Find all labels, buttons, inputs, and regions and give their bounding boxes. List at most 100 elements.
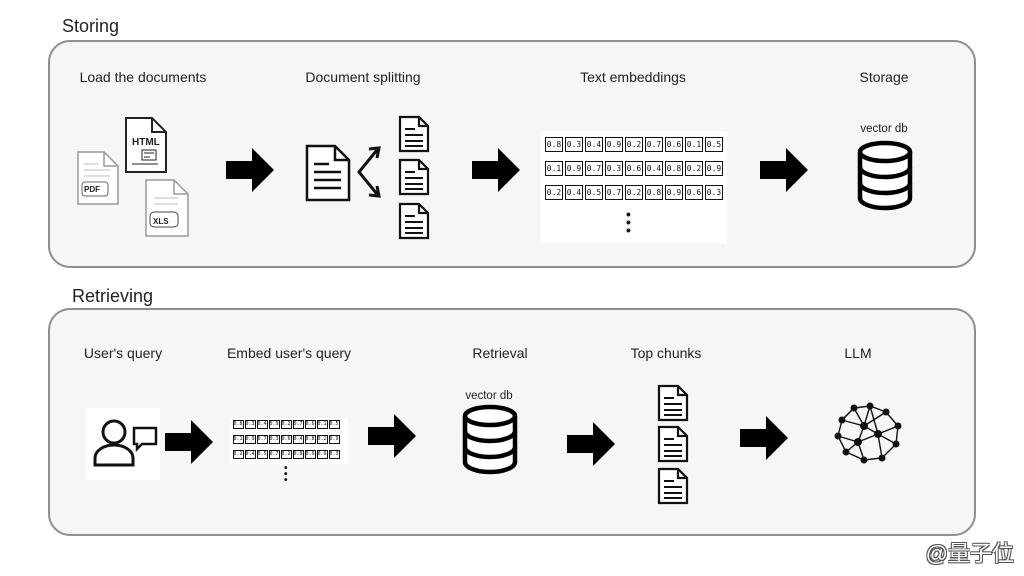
step-storage: Storage bbox=[859, 69, 909, 85]
embedding-cell: 0.3 bbox=[705, 185, 723, 200]
database-icon bbox=[857, 140, 913, 211]
document-icon bbox=[657, 467, 689, 505]
file-xls-badge: XLS bbox=[153, 217, 169, 226]
right-arrow-icon bbox=[165, 420, 213, 464]
embedding-cell: 0.2 bbox=[625, 137, 643, 152]
embedding-cell: 0.2 bbox=[280, 450, 292, 459]
storing-panel bbox=[48, 40, 976, 268]
file-xls-icon bbox=[145, 179, 189, 237]
embedding-cell: 0.7 bbox=[268, 450, 280, 459]
embedding-cell: 0.3 bbox=[328, 450, 340, 459]
right-arrow-icon bbox=[368, 414, 416, 458]
storage-sublabel: vector db bbox=[860, 123, 908, 135]
embedding-cell: 0.9 bbox=[705, 161, 723, 176]
split-arrows-icon bbox=[357, 146, 381, 198]
embedding-cell: 0.6 bbox=[280, 435, 292, 444]
document-icon bbox=[657, 425, 689, 463]
document-icon bbox=[398, 202, 430, 240]
embedding-cell: 0.7 bbox=[605, 185, 623, 200]
document-icon bbox=[305, 144, 351, 202]
embedding-cell: 0.9 bbox=[328, 435, 340, 444]
embedding-cell: 0.9 bbox=[565, 161, 583, 176]
step-retrieval: Retrieval bbox=[472, 345, 528, 361]
embedding-cell: 0.3 bbox=[244, 420, 256, 429]
embedding-cell: 0.1 bbox=[685, 137, 703, 152]
step-embed-users-query: Embed user's query bbox=[226, 345, 352, 361]
embedding-cell: 0.2 bbox=[280, 420, 292, 429]
embedding-cell: 0.5 bbox=[705, 137, 723, 152]
more-rows-ellipsis: ••• bbox=[284, 463, 288, 486]
embedding-cell: 0.9 bbox=[244, 435, 256, 444]
embedding-cell: 0.5 bbox=[328, 420, 340, 429]
file-html-badge: HTML bbox=[132, 137, 160, 148]
file-html-icon bbox=[125, 117, 167, 173]
embedding-cell: 0.9 bbox=[268, 420, 280, 429]
embedding-cell: 0.5 bbox=[256, 450, 268, 459]
embedding-cell: 0.1 bbox=[232, 435, 244, 444]
user-query-icon bbox=[93, 419, 158, 467]
embedding-cell: 0.6 bbox=[304, 420, 316, 429]
embedding-cell: 0.8 bbox=[665, 161, 683, 176]
retrieving-title: Retrieving bbox=[72, 286, 154, 306]
embedding-cell: 0.8 bbox=[232, 420, 244, 429]
neural-network-icon bbox=[834, 402, 902, 464]
embedding-cell: 0.4 bbox=[565, 185, 583, 200]
file-pdf-badge: PDF bbox=[84, 185, 100, 194]
embedding-cell: 0.8 bbox=[545, 137, 563, 152]
embedding-cell: 0.6 bbox=[685, 185, 703, 200]
embedding-cell: 0.4 bbox=[585, 137, 603, 152]
right-arrow-icon bbox=[567, 422, 615, 466]
right-arrow-icon bbox=[226, 148, 274, 192]
retrieval-sublabel: vector db bbox=[465, 390, 513, 402]
embedding-cell: 0.3 bbox=[605, 161, 623, 176]
right-arrow-icon bbox=[760, 148, 808, 192]
embedding-cell: 0.7 bbox=[585, 161, 603, 176]
embedding-cell: 0.3 bbox=[268, 435, 280, 444]
embedding-cell: 0.7 bbox=[645, 137, 663, 152]
embedding-cell: 0.1 bbox=[545, 161, 563, 176]
embedding-cell: 0.2 bbox=[625, 185, 643, 200]
step-users-query: User's query bbox=[83, 345, 163, 361]
embedding-cell: 0.9 bbox=[605, 137, 623, 152]
embedding-cell: 0.9 bbox=[304, 450, 316, 459]
document-icon bbox=[657, 384, 689, 422]
step-document-splitting: Document splitting bbox=[305, 69, 421, 85]
step-llm: LLM bbox=[844, 345, 872, 361]
embedding-cell: 0.2 bbox=[685, 161, 703, 176]
embedding-cell: 0.4 bbox=[645, 161, 663, 176]
embedding-cell: 0.8 bbox=[304, 435, 316, 444]
embedding-cell: 0.5 bbox=[585, 185, 603, 200]
embedding-cell: 0.7 bbox=[292, 420, 304, 429]
step-top-chunks: Top chunks bbox=[630, 345, 702, 361]
embedding-cell: 0.2 bbox=[232, 450, 244, 459]
step-load-documents: Load the documents bbox=[79, 69, 207, 85]
embedding-cell: 0.2 bbox=[316, 435, 328, 444]
embedding-cell: 0.4 bbox=[256, 420, 268, 429]
embedding-cell: 0.7 bbox=[256, 435, 268, 444]
more-rows-ellipsis: ••• bbox=[626, 206, 631, 238]
embedding-cell: 0.2 bbox=[545, 185, 563, 200]
embedding-cell: 0.8 bbox=[292, 450, 304, 459]
embedding-cell: 0.9 bbox=[665, 185, 683, 200]
embedding-cell: 0.4 bbox=[244, 450, 256, 459]
document-icon bbox=[398, 115, 430, 153]
document-icon bbox=[398, 158, 430, 196]
embedding-cell: 0.6 bbox=[665, 137, 683, 152]
embedding-cell: 0.6 bbox=[316, 450, 328, 459]
right-arrow-icon bbox=[472, 148, 520, 192]
embedding-cell: 0.6 bbox=[625, 161, 643, 176]
storing-title: Storing bbox=[62, 16, 120, 36]
embedding-cell: 0.1 bbox=[316, 420, 328, 429]
embedding-cell: 0.8 bbox=[645, 185, 663, 200]
watermark: @量子位 bbox=[925, 541, 1014, 566]
embedding-cell: 0.3 bbox=[565, 137, 583, 152]
file-pdf-icon bbox=[77, 151, 119, 205]
